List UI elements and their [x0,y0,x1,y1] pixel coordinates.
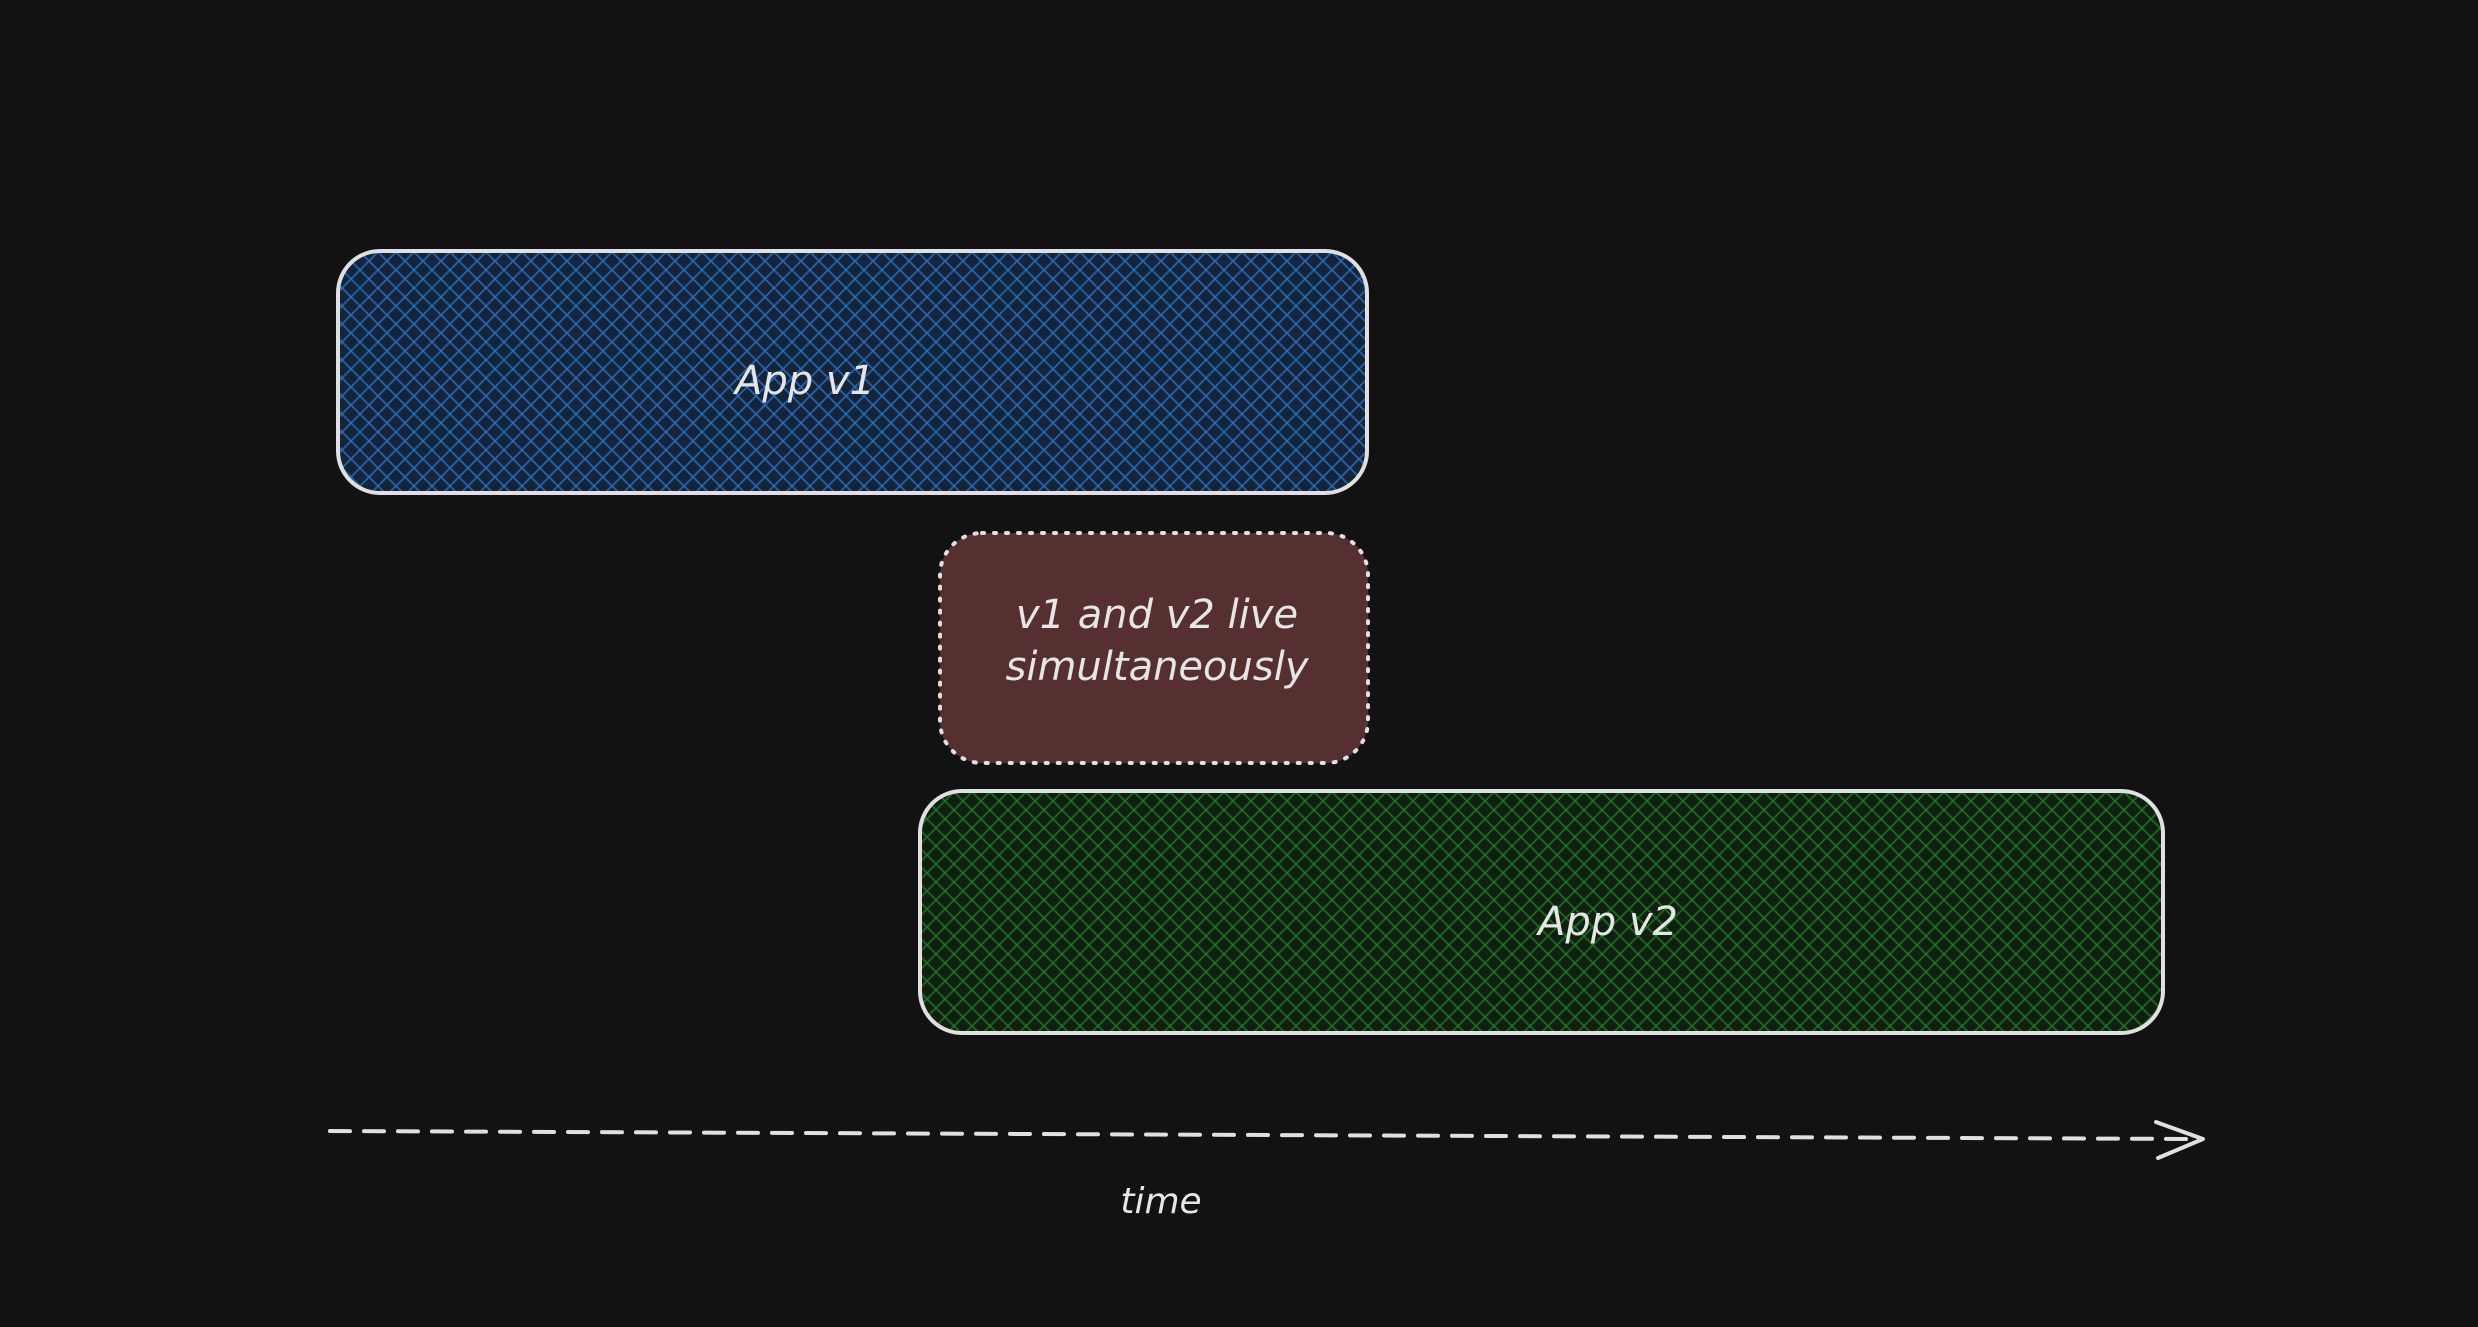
app-v1-label: App v1 [732,358,875,404]
time-axis-label: time [1120,1181,1201,1222]
overlap-note-line-1: v1 and v2 live [1016,592,1298,638]
overlap-note-box: v1 and v2 live simultaneously [938,531,1370,765]
app-v2-box: App v2 [918,789,2165,1035]
time-axis-arrow [328,1120,2205,1160]
overlap-note-line-2: simultaneously [1006,644,1310,690]
app-v2-label: App v2 [1535,899,1678,945]
app-v1-box: App v1 [336,249,1369,495]
